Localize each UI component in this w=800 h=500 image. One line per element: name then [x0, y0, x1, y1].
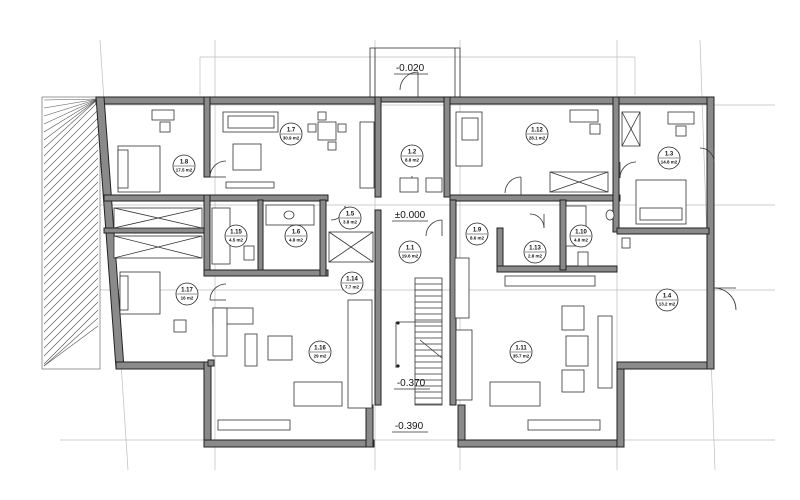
room-number: 1.12	[531, 128, 543, 134]
room-label: 1.7 30.9 m2	[279, 122, 303, 146]
room-label: 1.12 28.1 m2	[525, 122, 549, 146]
room-number: 1.10	[575, 230, 587, 236]
room-area: 13.2 m2	[659, 302, 676, 307]
room-area: 4.8 m2	[289, 238, 304, 243]
room-number: 1.9	[473, 228, 482, 234]
room-area: 4.8 m2	[574, 238, 589, 243]
level-bottom: -0.390	[395, 421, 424, 432]
room-number: 1.5	[346, 212, 355, 218]
hatched-terrain	[41, 96, 101, 370]
room-area: 4.5 m2	[229, 238, 244, 243]
room-label: 1.2 8.8 m2	[400, 144, 424, 168]
room-area: 2.8 m2	[528, 254, 543, 259]
room-number: 1.17	[181, 288, 193, 294]
room-label: 1.15 4.5 m2	[224, 224, 248, 248]
room-number: 1.15	[230, 230, 242, 236]
room-label: 1.6 4.8 m2	[284, 224, 308, 248]
room-label: 1.3 14.8 m2	[657, 146, 681, 170]
room-label: 1.14 7.7 m2	[340, 271, 364, 295]
room-area: 19.6 m2	[402, 254, 419, 259]
room-area: 8.8 m2	[405, 158, 420, 163]
room-area: 14.8 m2	[661, 160, 678, 165]
furniture	[113, 109, 695, 431]
level-markers: -0.020 ±0.000 -0.370 -0.390	[392, 63, 430, 433]
doors	[209, 71, 737, 311]
room-number: 1.3	[665, 152, 674, 158]
room-number: 1.11	[515, 346, 527, 352]
room-area: 7.7 m2	[345, 285, 360, 290]
room-area: 35.7 m2	[513, 354, 530, 359]
room-label: 1.1 19.6 m2	[398, 240, 422, 264]
room-area: 29 m2	[314, 354, 327, 359]
room-area: 3.8 m2	[343, 220, 358, 225]
room-label: 1.13 2.8 m2	[523, 240, 547, 264]
room-number: 1.1	[406, 246, 415, 252]
staircase	[395, 277, 443, 406]
room-area: 30.9 m2	[283, 136, 300, 141]
room-labels: 1.8 17.5 m2 1.7 30.9 m2 1.2 8.8 m2 1.12 28.1 m2…	[172, 122, 681, 364]
level-middle: ±0.000	[395, 210, 426, 221]
room-area: 17.5 m2	[176, 168, 193, 173]
room-label: 1.8 17.5 m2	[172, 154, 196, 178]
room-label: 1.4 13.2 m2	[655, 288, 679, 312]
room-number: 1.2	[408, 150, 417, 156]
room-number: 1.13	[529, 246, 541, 252]
room-label: 1.16 29 m2	[308, 340, 332, 364]
room-number: 1.6	[292, 230, 301, 236]
interior-walls	[103, 96, 710, 406]
room-label: 1.9 8.6 m2	[465, 222, 489, 246]
room-area: 16 m2	[181, 296, 194, 301]
room-label: 1.17 16 m2	[175, 282, 199, 306]
room-label: 1.11 35.7 m2	[509, 340, 533, 364]
room-area: 8.6 m2	[470, 236, 485, 241]
room-number: 1.4	[663, 294, 672, 300]
room-number: 1.8	[180, 160, 189, 166]
level-stair: -0.370	[397, 378, 426, 389]
room-area: 28.1 m2	[529, 136, 546, 141]
room-label: 1.10 4.8 m2	[569, 224, 593, 248]
room-number: 1.14	[346, 277, 358, 283]
room-label: 1.5 3.8 m2	[338, 206, 362, 230]
level-top: -0.020	[396, 63, 425, 74]
room-number: 1.7	[287, 128, 296, 134]
room-number: 1.16	[314, 346, 326, 352]
